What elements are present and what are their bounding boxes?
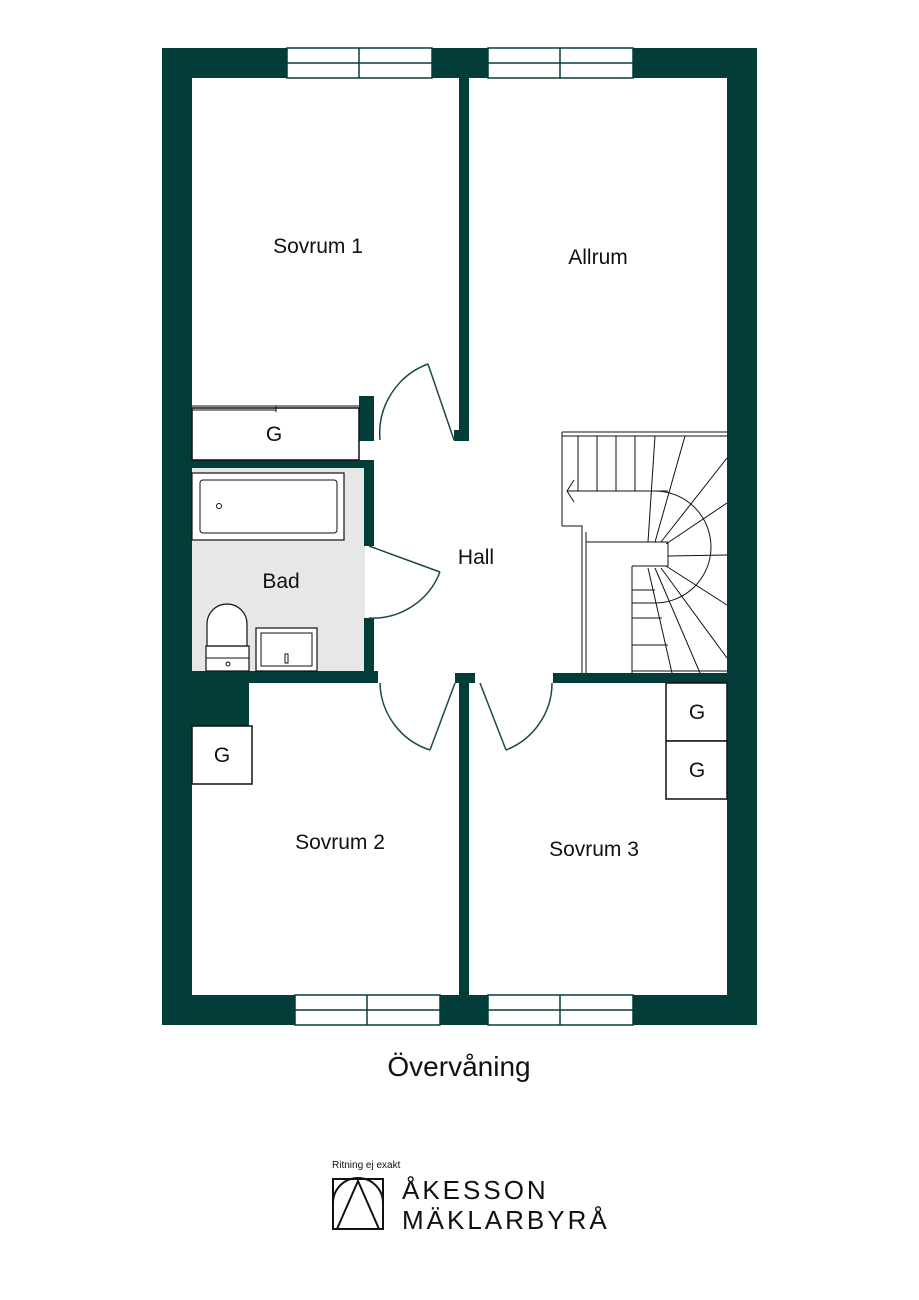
room-label-sovrum-2: Sovrum 2 — [295, 831, 385, 854]
toilet — [205, 603, 250, 672]
closet-label-sovrum-2: G — [214, 744, 230, 767]
brand-line-2: MÄKLARBYRÅ — [402, 1205, 610, 1235]
closet-label-sovrum-3-top: G — [689, 701, 705, 724]
room-label-sovrum-1: Sovrum 1 — [273, 235, 363, 258]
door-bad — [368, 545, 441, 619]
closet-label-sovrum-3-bottom: G — [689, 759, 705, 782]
bathtub — [191, 472, 345, 541]
floor-title: Övervåning — [387, 1051, 530, 1082]
room-label-bad: Bad — [262, 570, 299, 593]
sink — [255, 627, 318, 672]
doors — [368, 363, 553, 751]
interior-walls — [192, 78, 727, 995]
door-sovrum-2 — [379, 682, 456, 751]
window-sovrum-3 — [487, 994, 634, 1026]
closets-sovrum-3: G G — [665, 682, 728, 800]
window-sovrum-2 — [294, 994, 441, 1026]
window-sovrum-1 — [286, 47, 433, 79]
room-label-hall: Hall — [458, 546, 494, 569]
window-allrum — [487, 47, 634, 79]
door-sovrum-3 — [479, 682, 553, 751]
closet-sovrum-1: G — [191, 405, 360, 461]
outer-walls — [162, 48, 757, 1025]
room-label-allrum: Allrum — [568, 246, 628, 269]
staircase — [561, 431, 728, 674]
disclaimer-text: Ritning ej exakt — [332, 1160, 401, 1171]
door-sovrum-1 — [378, 363, 455, 441]
windows — [286, 47, 634, 1026]
brand-line-1: ÅKESSON — [402, 1175, 549, 1205]
room-label-sovrum-3: Sovrum 3 — [549, 838, 639, 861]
akesson-logo-icon — [332, 1177, 384, 1230]
closet-sovrum-2: G — [191, 725, 253, 785]
closet-label-sovrum-1: G — [266, 423, 282, 446]
